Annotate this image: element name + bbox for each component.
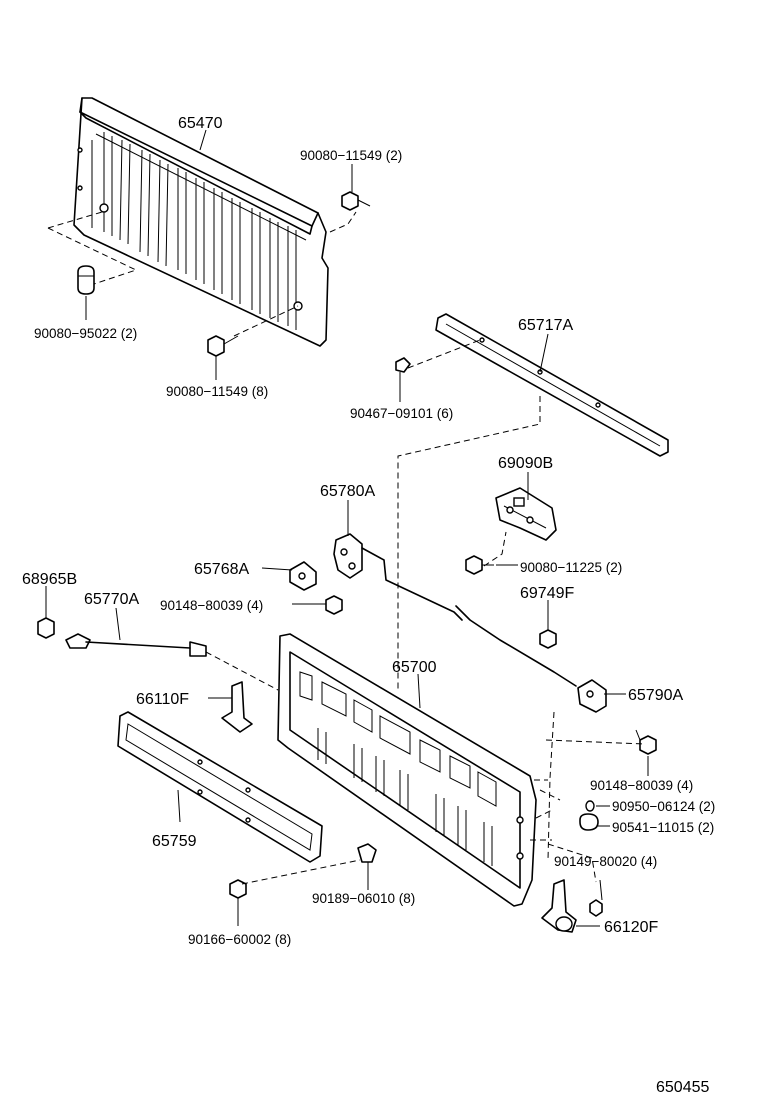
- label-69090B: 69090B: [498, 455, 553, 472]
- label-90080-11225: 90080−11225 (2): [520, 560, 622, 575]
- label-65770A: 65770A: [84, 591, 139, 608]
- washer-90950-06124: [585, 800, 595, 812]
- inner-panel-65470: [73, 97, 329, 347]
- clip-90189-06010: [357, 843, 377, 863]
- label-90148-80039-a: 90148−80039 (4): [160, 598, 263, 613]
- lock-65790A: [577, 679, 607, 713]
- label-69749F: 69749F: [520, 585, 574, 602]
- leader-lines: [45, 129, 649, 927]
- hinge-66110F: [221, 681, 253, 733]
- bolt-90080-11549-lower: [207, 335, 239, 357]
- handle-69090B: [495, 487, 557, 541]
- label-65759: 65759: [152, 833, 197, 850]
- bolt-90149-80020: [589, 879, 603, 917]
- lock-65780A: [333, 533, 363, 579]
- hinge-66120F: [541, 879, 577, 933]
- plug-90080-95022: [77, 265, 95, 295]
- label-68965B: 68965B: [22, 571, 77, 588]
- label-90080-11549-8: 90080−11549 (8): [166, 384, 268, 399]
- label-90467-09101: 90467−09101 (6): [350, 406, 453, 421]
- label-65700: 65700: [392, 659, 437, 676]
- part-labels: 65470 90080−11549 (2) 90080−95022 (2) 90…: [22, 115, 715, 1096]
- bolt-90080-11225: [465, 555, 494, 575]
- label-66110F: 66110F: [136, 691, 189, 708]
- label-90189-06010: 90189−06010 (8): [312, 891, 415, 906]
- label-65780A: 65780A: [320, 483, 375, 500]
- label-90950-06124: 90950−06124 (2): [612, 799, 715, 814]
- bolt-90080-11549-upper: [341, 191, 371, 211]
- label-65717A: 65717A: [518, 317, 573, 334]
- cable-65770A: [65, 633, 207, 657]
- diagram-id: 650455: [656, 1079, 709, 1096]
- label-65768A: 65768A: [194, 561, 249, 578]
- label-90080-95022: 90080−95022 (2): [34, 326, 137, 341]
- tailgate-65700: [277, 633, 537, 907]
- clip-90467-09101: [395, 357, 411, 380]
- control-rod: [361, 547, 577, 687]
- label-90541-11015: 90541−11015 (2): [612, 820, 714, 835]
- bolt-90148-80039-lower: [635, 729, 657, 755]
- bolt-68965B: [37, 608, 55, 639]
- cover-65759: [117, 711, 323, 863]
- label-65790A: 65790A: [628, 687, 683, 704]
- label-90148-80039-b: 90148−80039 (4): [590, 778, 693, 793]
- screw-90166-60002: [229, 879, 247, 899]
- label-65470: 65470: [178, 115, 223, 132]
- bushing-90541-11015: [579, 813, 599, 831]
- label-90080-11549-2: 90080−11549 (2): [300, 148, 402, 163]
- label-90149-80020: 90149−80020 (4): [554, 854, 657, 869]
- bolt-90148-80039-upper: [325, 595, 343, 615]
- dashed-relation-lines: [47, 211, 645, 885]
- label-66120F: 66120F: [604, 919, 658, 936]
- clip-69749F: [539, 629, 557, 649]
- trim-strip-65717A: [435, 313, 669, 457]
- label-90166-60002: 90166−60002 (8): [188, 932, 291, 947]
- striker-65768A: [289, 561, 317, 591]
